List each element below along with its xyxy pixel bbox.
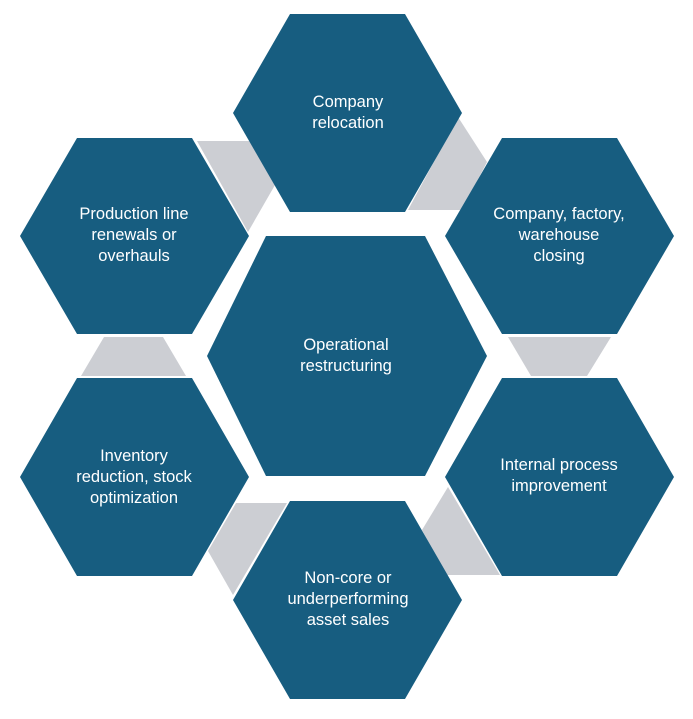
connector-upper-right-lower-right: [508, 337, 611, 376]
hexagon-bottom: [233, 501, 462, 699]
hexagon-lower-right: [445, 378, 674, 576]
hexagon-upper-left: [20, 138, 249, 334]
connector-top-upper-right: [408, 117, 487, 210]
hexagon-center: [207, 236, 487, 476]
label-center: Operational restructuring: [300, 336, 392, 375]
label-top: Company relocation: [312, 93, 384, 132]
label-lower-right: Internal process improvement: [500, 456, 618, 495]
label-upper-left: Production line renewals or overhauls: [79, 204, 189, 265]
label-bottom: Non-core or underperforming asset sales: [287, 568, 409, 629]
label-upper-right: Company, factory, warehouse closing: [493, 204, 625, 265]
connector-lower-left-upper-left: [81, 337, 186, 376]
connector-lower-right-bottom: [422, 487, 500, 575]
connector-bottom-lower-left: [208, 503, 287, 595]
hexagon-upper-right: [445, 138, 674, 334]
hexagon-lower-left: [20, 378, 249, 576]
label-lower-left: Inventory reduction, stock optimization: [76, 446, 192, 507]
connector-upper-left-top: [197, 141, 275, 232]
hexagon-top: [233, 14, 462, 212]
